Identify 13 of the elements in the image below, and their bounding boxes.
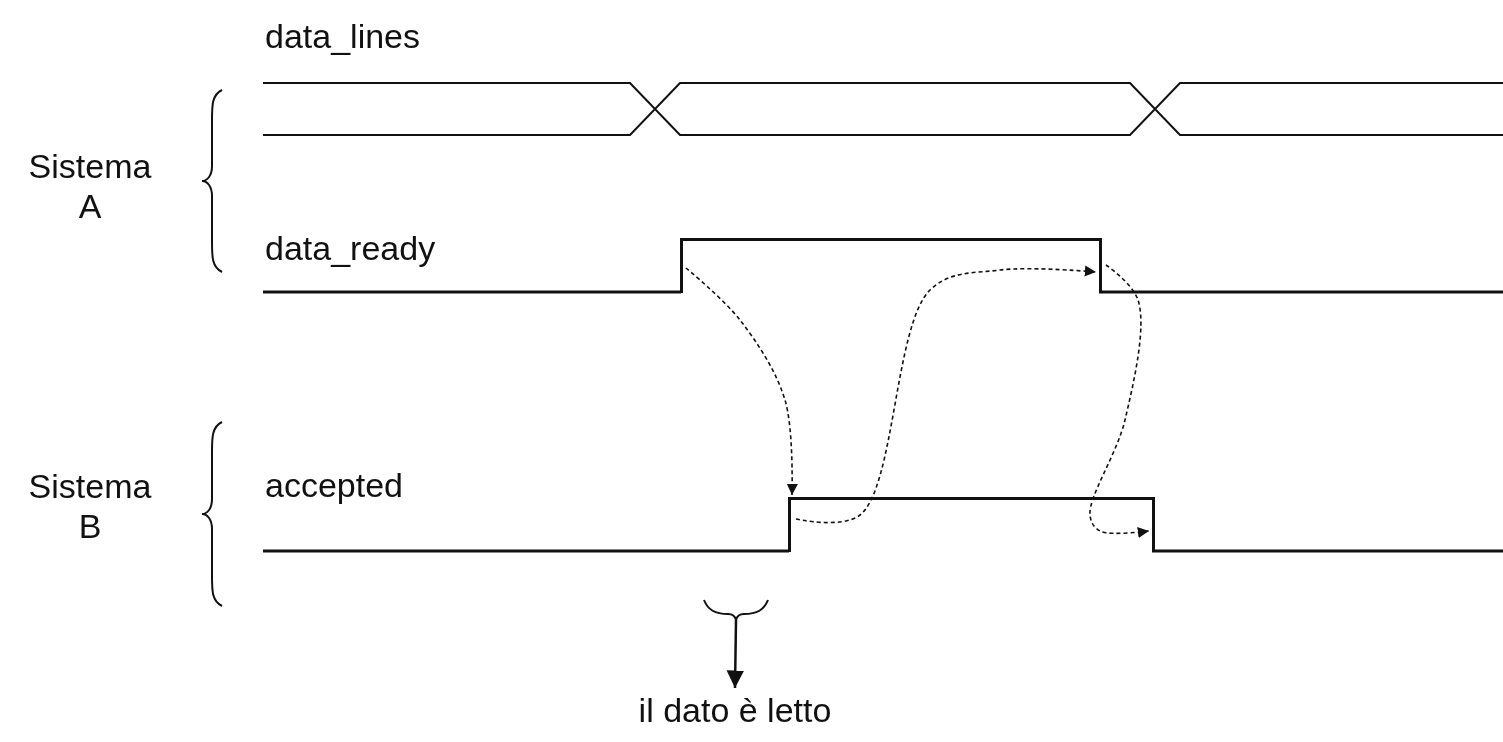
signal-pulse [680,238,1102,293]
arrow [726,620,744,688]
annotation-text: il dato è letto [605,690,865,732]
signal-label: accepted [265,465,403,505]
group-label: Sistema A [27,146,153,226]
signal-pulse [788,497,1155,552]
signal-label: data_lines [265,16,420,56]
dotted-arrow [685,267,798,496]
brace [703,598,769,620]
group-label: Sistema B [27,466,153,546]
dotted-arrow [795,265,1097,524]
dotted-arrow [1089,264,1150,538]
signal-label: data_ready [265,228,436,268]
